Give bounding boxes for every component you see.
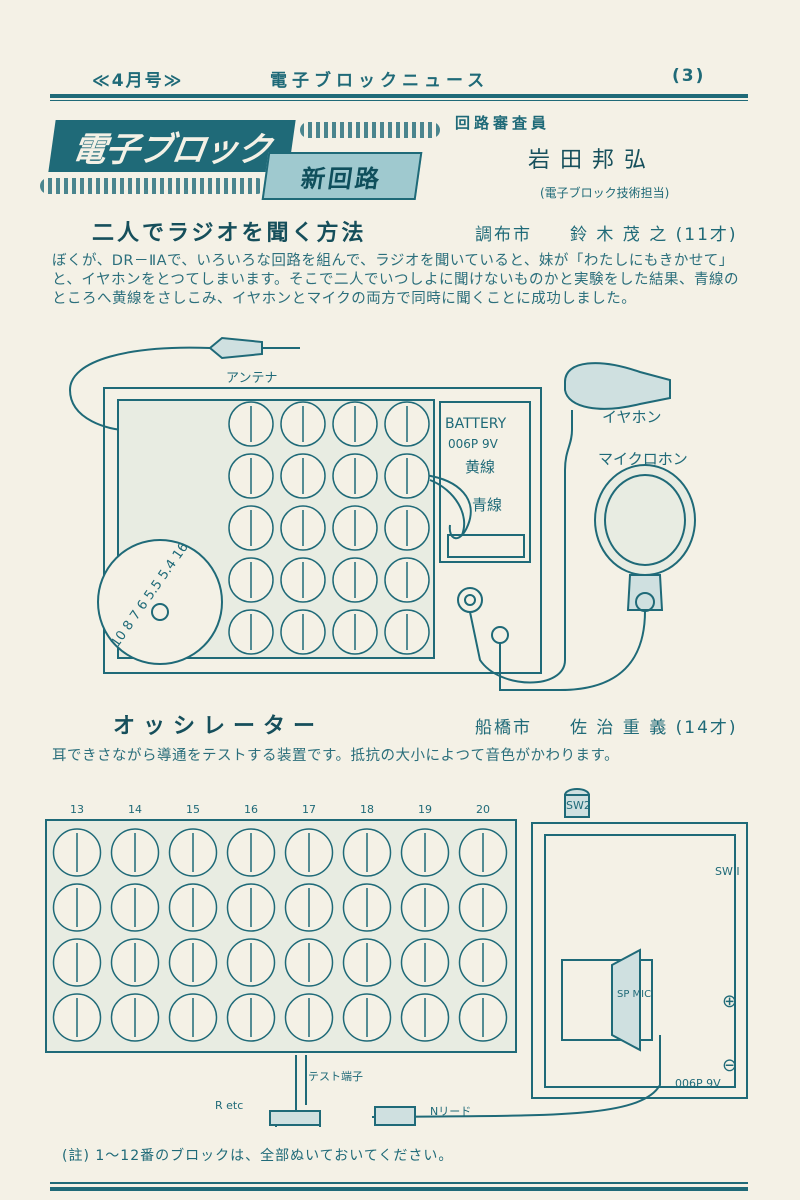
header-rule xyxy=(50,94,748,98)
n-lead-label: Nリード xyxy=(430,1105,471,1118)
chain-decoration-top xyxy=(300,122,440,138)
footnote: (註) 1〜12番のブロックは、全部ぬいておいてください。 xyxy=(62,1148,454,1164)
test-terminal-label: テスト端子 xyxy=(308,1070,363,1083)
column-number: 20 xyxy=(476,803,490,816)
microphone-label: マイクロホン xyxy=(598,450,688,468)
article2-author: 船橋市 佐 治 重 義 (14才) xyxy=(475,718,738,738)
column-number: 17 xyxy=(302,803,316,816)
battery-label: BATTERY xyxy=(445,416,507,432)
article2-body: 耳できさながら導通をテストする装置です。抵抗の大小によつて音色がかわります。 xyxy=(52,748,620,764)
battery-model-label-2: 006P 9V xyxy=(675,1077,721,1090)
block-grid-1 xyxy=(228,401,430,655)
article1-author: 調布市 鈴 木 茂 之 (11才) xyxy=(475,225,738,245)
blue-wire-label: 青線 xyxy=(472,496,502,514)
new-circuit-badge: 新回路 xyxy=(261,152,423,200)
battery-model-label: 006P 9V xyxy=(448,437,499,451)
reviewer-name: 岩田邦弘 xyxy=(528,148,657,173)
article1-body: ぼくが、DR－ⅡAで、いろいろな回路を組んで、ラジオを聞いていると、妹が「わたし… xyxy=(52,253,739,307)
column-number: 16 xyxy=(244,803,258,816)
column-number: 19 xyxy=(418,803,432,816)
issue-label: ≪4月号≫ xyxy=(92,71,184,91)
yellow-wire-label: 黄線 xyxy=(465,458,495,476)
reviewer-title: 回路審査員 xyxy=(455,114,551,132)
column-number: 18 xyxy=(360,803,374,816)
plus-terminal: ⊕ xyxy=(722,991,737,1012)
brand-logo: 電子ブロック xyxy=(48,120,296,172)
radio-circuit-diagram: アンテナ BATTERY 006P 9V 黄線 青線 イヤホン マイクロホン 1… xyxy=(68,336,696,691)
header-rule-thin xyxy=(50,100,748,101)
footer-rule xyxy=(50,1182,748,1184)
r-etc-label: R etc xyxy=(215,1099,243,1112)
footer-rule-thick xyxy=(50,1187,748,1191)
sw2-label: SW2 xyxy=(566,799,591,812)
article2-title: オッシレーター xyxy=(113,714,324,739)
chain-decoration-bottom xyxy=(40,178,265,194)
column-number: 15 xyxy=(186,803,200,816)
page-number: (3) xyxy=(672,66,706,86)
earphone-label: イヤホン xyxy=(602,408,662,426)
spmic-label: SP MIC xyxy=(617,989,651,1000)
newsletter-title: 電子ブロックニュース xyxy=(270,71,490,91)
sw1-label: SW I xyxy=(715,865,740,878)
column-number: 13 xyxy=(70,803,84,816)
article1-title: 二人でラジオを聞く方法 xyxy=(92,221,367,246)
antenna-label: アンテナ xyxy=(226,371,277,386)
block-grid-2 xyxy=(52,828,508,1042)
column-number: 14 xyxy=(128,803,142,816)
reviewer-role: (電子ブロック技術担当) xyxy=(540,186,670,200)
minus-terminal: ⊖ xyxy=(722,1055,737,1076)
oscillator-circuit-diagram: 13 14 15 16 17 18 19 20 SW2 SW I SP MIC 006P 9V… xyxy=(45,788,748,1127)
